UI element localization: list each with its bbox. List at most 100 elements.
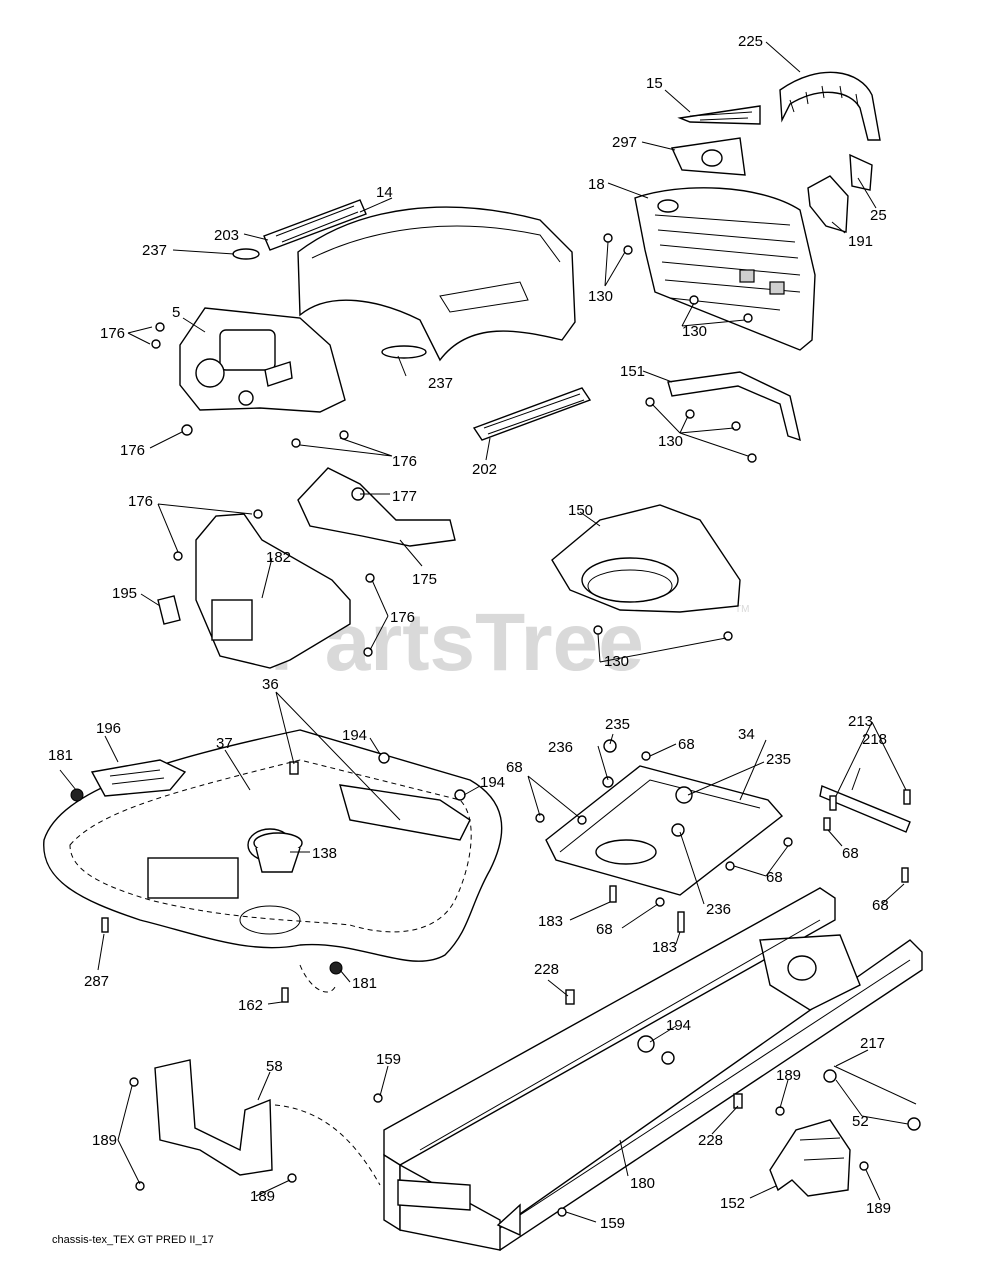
callout-68-d: 68 <box>766 869 783 886</box>
callout-34: 34 <box>738 726 755 743</box>
drawing-code: chassis-tex_TEX GT PRED II_17 <box>52 1234 214 1246</box>
callout-189-b: 189 <box>250 1188 275 1205</box>
part-218-strap <box>819 785 911 883</box>
part-297-insert <box>670 137 746 176</box>
part-151-bracket <box>645 371 801 463</box>
part-15-vent <box>677 105 761 125</box>
callout-130-a: 130 <box>588 288 613 305</box>
part-25-latch <box>849 153 873 191</box>
callout-236-a: 236 <box>548 739 573 756</box>
callout-218: 218 <box>862 731 887 748</box>
callout-217: 217 <box>860 1035 885 1052</box>
callout-176-b: 176 <box>120 442 145 459</box>
callout-58: 58 <box>266 1058 283 1075</box>
callout-152: 152 <box>720 1195 745 1212</box>
callout-15: 15 <box>646 75 663 92</box>
part-175-bracket <box>297 467 456 547</box>
callout-68-b: 68 <box>678 736 695 753</box>
hardware-group-floor <box>70 752 466 1003</box>
routing-line-162 <box>299 964 337 993</box>
callout-287: 287 <box>84 973 109 990</box>
screw-130-group-a <box>603 233 753 323</box>
part-18-grille <box>634 187 816 351</box>
callout-18: 18 <box>588 176 605 193</box>
callout-237-top: 237 <box>142 242 167 259</box>
callout-181-a: 181 <box>48 747 73 764</box>
callout-194-b: 194 <box>480 774 505 791</box>
part-202-vent <box>472 387 592 441</box>
callout-180: 180 <box>630 1175 655 1192</box>
callout-183-b: 183 <box>652 939 677 956</box>
callout-194-c: 194 <box>666 1017 691 1034</box>
callout-297: 297 <box>612 134 637 151</box>
callout-68-c: 68 <box>596 921 613 938</box>
callout-176-e: 176 <box>390 609 415 626</box>
callout-176-c: 176 <box>392 453 417 470</box>
part-152-guard <box>769 1119 851 1197</box>
callout-151: 151 <box>620 363 645 380</box>
callout-189-d: 189 <box>866 1200 891 1217</box>
callout-68-f: 68 <box>872 897 889 914</box>
callout-203: 203 <box>214 227 239 244</box>
callout-36: 36 <box>262 676 279 693</box>
callout-37: 37 <box>216 735 233 752</box>
callout-52: 52 <box>852 1113 869 1130</box>
callout-183-a: 183 <box>538 913 563 930</box>
part-5-dash-panel <box>179 307 346 413</box>
callout-68-a: 68 <box>506 759 523 776</box>
callout-130-b: 130 <box>682 323 707 340</box>
callout-213: 213 <box>848 713 873 730</box>
callout-5: 5 <box>172 304 180 321</box>
callout-236-b: 236 <box>706 901 731 918</box>
callout-68-e: 68 <box>842 845 859 862</box>
callout-130-d: 130 <box>604 653 629 670</box>
part-34-seat-plate <box>535 739 793 933</box>
part-182-lower-dash <box>173 509 375 669</box>
part-225-side-trim <box>779 71 881 141</box>
callout-176-d: 176 <box>128 493 153 510</box>
callout-195: 195 <box>112 585 137 602</box>
part-191-cover <box>807 175 849 233</box>
callout-176-a: 176 <box>100 325 125 342</box>
watermark-trademark: TM <box>735 604 749 615</box>
callout-189-c: 189 <box>776 1067 801 1084</box>
part-14-hood <box>297 206 576 362</box>
callout-196: 196 <box>96 720 121 737</box>
callout-175: 175 <box>412 571 437 588</box>
callout-228-a: 228 <box>534 961 559 978</box>
part-203-vent <box>263 199 367 251</box>
callout-labels: 225 15 297 14 18 25 191 203 237 237 5 17… <box>48 33 891 1232</box>
callout-228-b: 228 <box>698 1132 723 1149</box>
part-196-trim <box>90 759 187 797</box>
callout-14: 14 <box>376 184 393 201</box>
part-195-clip <box>157 595 181 625</box>
callout-130-c: 130 <box>658 433 683 450</box>
callout-138: 138 <box>312 845 337 862</box>
callout-182: 182 <box>266 549 291 566</box>
part-150-shroud <box>551 504 741 641</box>
part-58-bracket <box>129 1059 297 1191</box>
callout-194-a: 194 <box>342 727 367 744</box>
callout-150: 150 <box>568 502 593 519</box>
part-217-rod <box>823 1065 921 1131</box>
callout-202: 202 <box>472 461 497 478</box>
callout-235-b: 235 <box>766 751 791 768</box>
callout-25: 25 <box>870 207 887 224</box>
leader-lines <box>59 41 909 1223</box>
callout-235-a: 235 <box>605 716 630 733</box>
callout-225: 225 <box>738 33 763 50</box>
callout-177: 177 <box>392 488 417 505</box>
hardware-group-frame <box>373 989 869 1217</box>
callout-189-a: 189 <box>92 1132 117 1149</box>
callout-159-b: 159 <box>600 1215 625 1232</box>
callout-159-a: 159 <box>376 1051 401 1068</box>
part-138-boot <box>253 832 303 873</box>
clip-176-group-a <box>151 322 349 448</box>
callout-191: 191 <box>848 233 873 250</box>
routing-line-58 <box>274 1104 381 1186</box>
callout-237-hood: 237 <box>428 375 453 392</box>
callout-162: 162 <box>238 997 263 1014</box>
part-180-frame <box>383 887 923 1251</box>
